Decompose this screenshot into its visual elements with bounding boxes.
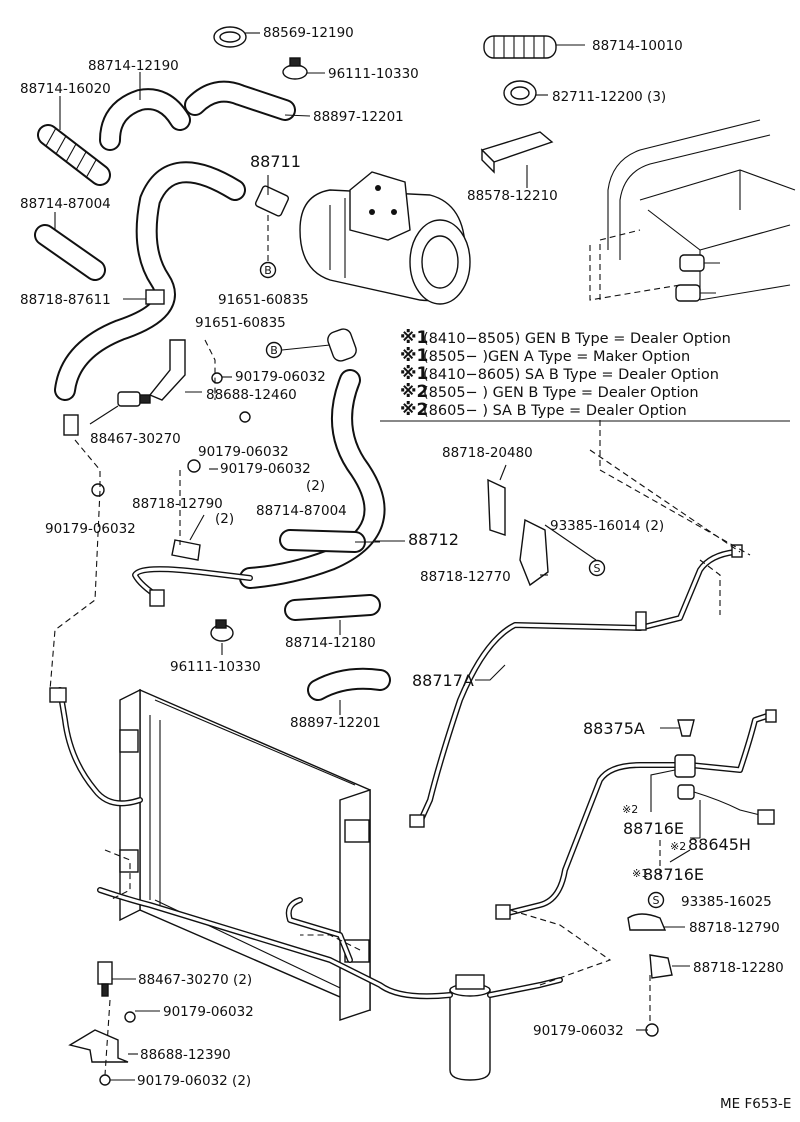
label-88375a: 88375A (583, 719, 645, 738)
label-91651-60835-a: 91651-60835 (218, 292, 309, 308)
note-mark-5: ※2 (400, 400, 428, 420)
engine-outline (607, 119, 796, 302)
label-88688-12390: 88688-12390 (140, 1047, 231, 1063)
label-88714-12180: 88714-12180 (285, 635, 376, 651)
label-88467-30270-top: 88467-30270 (90, 431, 181, 447)
note-text-4: (8505− ) GEN B Type = Dealer Option (423, 385, 699, 401)
note-mark-1: ※1 (400, 328, 428, 348)
label-88718-12790-a: 88718-12790 (132, 496, 223, 512)
condenser (119, 688, 371, 1021)
label-88716e-a: 88716E (623, 819, 684, 838)
label-88467-30270-bot: 88467-30270 (2) (138, 972, 252, 988)
label-88688-12460: 88688-12460 (206, 387, 297, 403)
part-labels: 88569-12190 96111-10330 88714-10010 8271… (20, 25, 784, 1089)
label-88718-87611: 88718-87611 (20, 292, 111, 308)
label-88569-12190: 88569-12190 (263, 25, 354, 41)
option-notes: ※1 (8410−8505) GEN B Type = Dealer Optio… (380, 328, 790, 422)
leader-lines (54, 32, 701, 1081)
fittings (34, 26, 777, 1086)
note-text-5: (8605− ) SA B Type = Dealer Option (423, 403, 687, 419)
label-88716e-b: 88716E (643, 865, 704, 884)
note-mark-3: ※1 (400, 364, 428, 384)
label-90179-06032-e: 90179-06032 (163, 1004, 254, 1020)
label-96111-10330-bot: 96111-10330 (170, 659, 261, 675)
label-88718-12790-a-qty: (2) (215, 511, 234, 527)
label-90179-06032-a: 90179-06032 (235, 369, 326, 385)
label-88897-12201-bot: 88897-12201 (290, 715, 381, 731)
label-88711: 88711 (250, 152, 301, 171)
label-91651-60835-b: 91651-60835 (195, 315, 286, 331)
label-88714-87004-mid: 88714-87004 (256, 503, 347, 519)
label-88718-20480: 88718-20480 (442, 445, 533, 461)
note-text-2: (8505− )GEN A Type = Maker Option (423, 349, 690, 365)
label-90179-06032-c: 90179-06032 (220, 461, 311, 477)
note-mark-4: ※2 (400, 382, 428, 402)
label-88578-12210: 88578-12210 (467, 188, 558, 204)
label-88714-10010: 88714-10010 (592, 38, 683, 54)
label-88714-12190: 88714-12190 (88, 58, 179, 74)
circle-markers: B B S S (259, 261, 665, 909)
label-96111-10330-top: 96111-10330 (328, 66, 419, 82)
label-88645h: 88645H (688, 835, 751, 854)
circle-s-marker-right: S (594, 562, 601, 575)
hoses (54, 161, 386, 589)
label-90179-06032-c-qty: (2) (306, 478, 325, 494)
doc-code: ME F653-E (720, 1096, 791, 1112)
label-93385-16014: 93385-16014 (2) (550, 518, 664, 534)
label-88714-87004-top: 88714-87004 (20, 196, 111, 212)
label-88897-12201-top: 88897-12201 (313, 109, 404, 125)
label-88712: 88712 (408, 530, 459, 549)
label-82711-12200: 82711-12200 (3) (552, 89, 666, 105)
label-88718-12770: 88718-12770 (420, 569, 511, 585)
dashed-lines (49, 215, 751, 1076)
label-88717a: 88717A (412, 671, 474, 690)
marker-1-88716e: ※1 (632, 867, 648, 880)
marker-2-88716e: ※2 (622, 803, 638, 816)
marker-2-88645h: ※2 (670, 840, 686, 853)
receiver-dryer (449, 974, 491, 1081)
circle-b-marker-mid: B (270, 344, 278, 357)
label-88714-16020: 88714-16020 (20, 81, 111, 97)
circle-b-marker-top: B (264, 264, 272, 277)
note-text-3: (8410−8605) SA B Type = Dealer Option (423, 367, 719, 383)
label-90179-06032-g: 90179-06032 (533, 1023, 624, 1039)
label-88718-12790-b: 88718-12790 (689, 920, 780, 936)
circle-s-marker-lower: S (653, 894, 660, 907)
note-mark-2: ※1 (400, 346, 428, 366)
label-88718-12280: 88718-12280 (693, 960, 784, 976)
label-90179-06032-d: 90179-06032 (45, 521, 136, 537)
compressor (299, 171, 471, 305)
label-93385-16025: 93385-16025 (681, 894, 772, 910)
note-text-1: (8410−8505) GEN B Type = Dealer Option (423, 331, 731, 347)
label-90179-06032-f: 90179-06032 (2) (137, 1073, 251, 1089)
label-90179-06032-b: 90179-06032 (198, 444, 289, 460)
